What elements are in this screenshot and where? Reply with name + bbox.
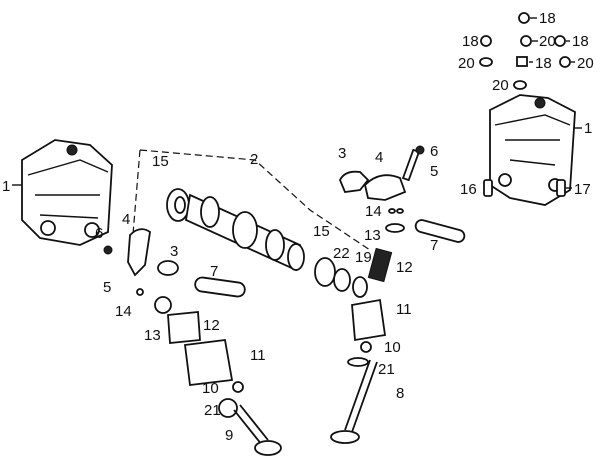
callout-7: 7	[210, 263, 218, 280]
callout-5: 5	[430, 163, 438, 180]
callout-16: 16	[460, 181, 477, 198]
callout-10: 10	[384, 339, 401, 356]
callout-20: 20	[539, 33, 556, 50]
callout-3: 3	[338, 145, 346, 162]
small-parts-cluster	[479, 12, 575, 90]
callout-18: 18	[462, 33, 479, 50]
callout-18: 18	[572, 33, 589, 50]
callout-22: 22	[333, 245, 350, 262]
callout-7: 7	[430, 237, 438, 254]
callout-8: 8	[396, 385, 404, 402]
callout-15: 15	[313, 223, 330, 240]
callout-4: 4	[122, 211, 130, 228]
callout-3: 3	[170, 243, 178, 260]
callout-6: 6	[430, 143, 438, 160]
callout-6: 6	[95, 225, 103, 242]
rocker-housing-right	[489, 94, 576, 206]
callout-21: 21	[378, 361, 395, 378]
callout-11: 11	[396, 301, 412, 318]
callout-14: 14	[365, 203, 382, 220]
callout-18: 18	[535, 55, 552, 72]
callout-15: 15	[152, 153, 169, 170]
callout-19: 19	[355, 249, 372, 266]
callout-10: 10	[202, 380, 219, 397]
callout-18: 18	[539, 10, 556, 27]
callout-20: 20	[458, 55, 475, 72]
callout-4: 4	[375, 149, 383, 166]
callout-2: 2	[250, 151, 258, 168]
callout-1: 1	[2, 178, 10, 195]
callout-9: 9	[225, 427, 233, 444]
callout-5: 5	[103, 279, 111, 296]
callout-20: 20	[577, 55, 594, 72]
callout-13: 13	[364, 227, 381, 244]
callout-14: 14	[115, 303, 132, 320]
callout-20: 20	[492, 77, 509, 94]
callout-21: 21	[204, 402, 221, 419]
rocker-arm-right	[314, 145, 466, 444]
callout-1: 1	[584, 120, 592, 137]
callout-12: 12	[203, 317, 220, 334]
rocker-arm-left	[103, 228, 282, 456]
camshaft	[166, 188, 305, 272]
callout-17: 17	[574, 181, 591, 198]
callout-11: 11	[250, 347, 266, 364]
rocker-housing-left	[21, 139, 113, 246]
callout-13: 13	[144, 327, 161, 344]
callout-12: 12	[396, 259, 413, 276]
